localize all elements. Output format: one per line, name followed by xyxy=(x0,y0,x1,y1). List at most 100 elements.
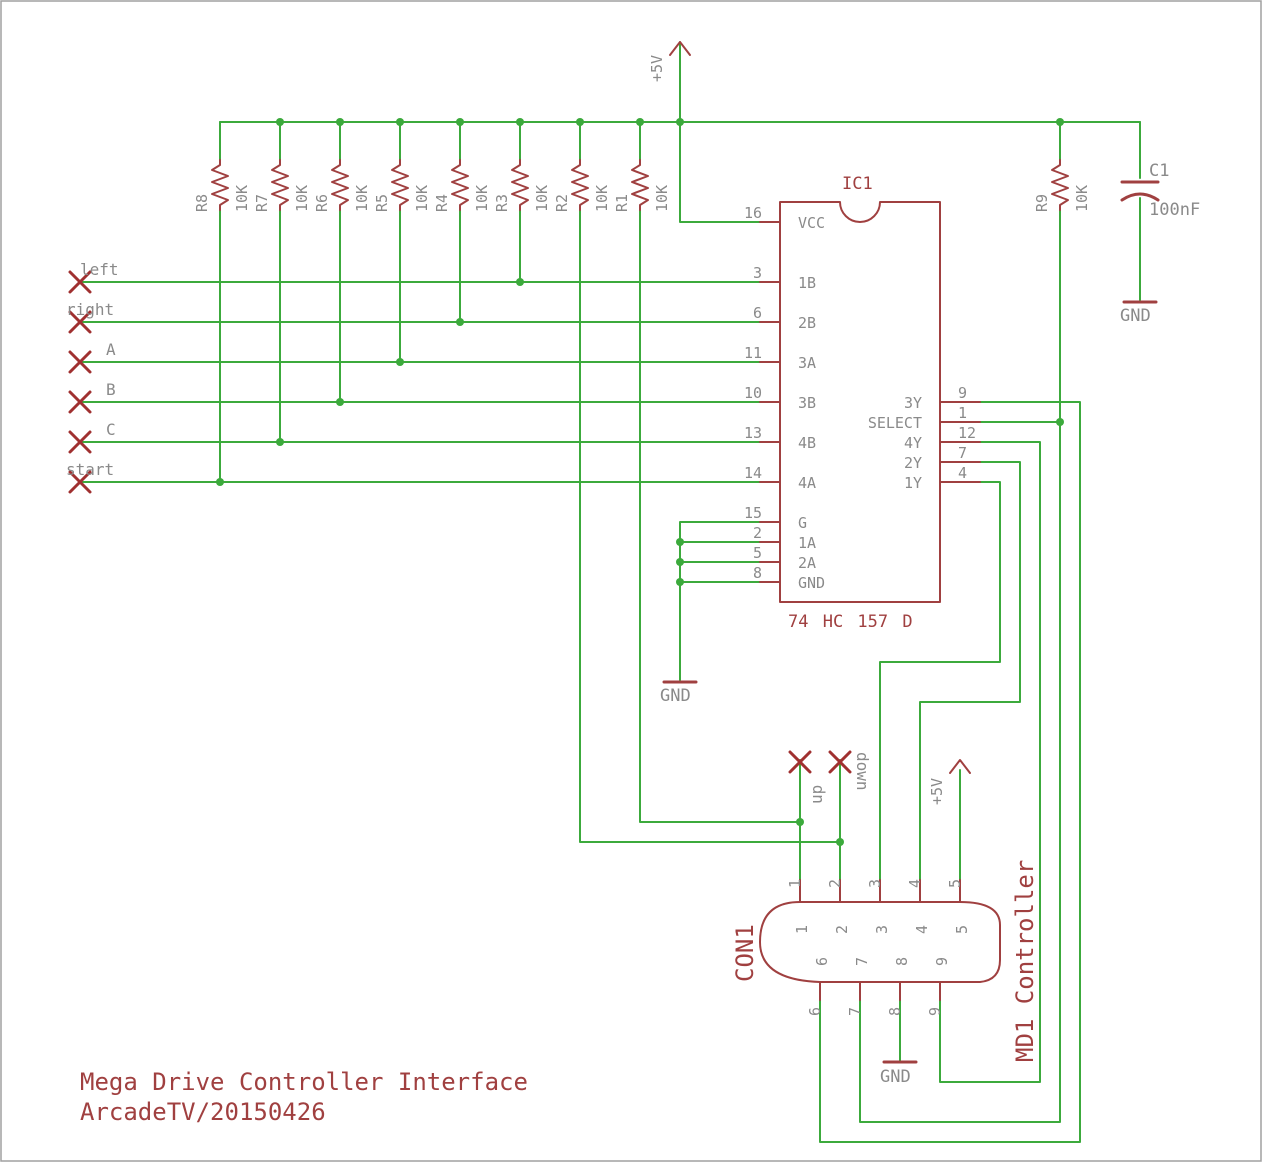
input-c: C xyxy=(68,420,116,454)
resistor-name: R9 xyxy=(1033,194,1051,212)
resistor-r7: R7 10K xyxy=(253,159,311,212)
ic-pin-name: VCC xyxy=(798,214,825,232)
resistor-r8: R8 10K xyxy=(193,159,251,212)
resistor-r9: R9 10K xyxy=(1033,159,1091,212)
ic-pin-number: 12 xyxy=(958,424,976,442)
supply-label: +5V xyxy=(648,55,666,82)
nc-down: down xyxy=(828,750,872,791)
connector-pin-number: 9 xyxy=(926,1007,944,1016)
ic-pin-number: 9 xyxy=(958,384,967,402)
ic-pin-name: SELECT xyxy=(868,414,922,432)
junctions xyxy=(216,118,1064,846)
ic-pin-name: 1Y xyxy=(904,474,922,492)
wires xyxy=(79,41,1141,1143)
resistor-name: R5 xyxy=(373,194,391,212)
connector-pin-number: 6 xyxy=(813,957,831,966)
connector-name: CON1 xyxy=(731,924,759,982)
ic-pin-number: 4 xyxy=(958,464,967,482)
ic-pin-number: 5 xyxy=(753,544,762,562)
ic-pin-number: 7 xyxy=(958,444,967,462)
input-label: start xyxy=(66,460,114,479)
resistor-value: 10K xyxy=(593,185,611,212)
resistor-name: R6 xyxy=(313,194,331,212)
connector-pin-number: 3 xyxy=(873,925,891,934)
ic-pin-name: 1B xyxy=(798,274,816,292)
resistor-value: 10K xyxy=(533,185,551,212)
resistor-value: 10K xyxy=(473,185,491,212)
capacitor-c1: C1 100nF xyxy=(1120,161,1200,220)
ic-pin-name: 2A xyxy=(798,554,816,572)
ic-pin-number: 16 xyxy=(744,204,762,222)
connector-pin-number: 2 xyxy=(826,879,844,888)
connector-pin-number: 8 xyxy=(886,1007,904,1016)
connector-pin-number: 5 xyxy=(953,925,971,934)
input-right: right xyxy=(66,300,114,334)
capacitor-value: 100nF xyxy=(1149,200,1200,220)
resistor-value: 10K xyxy=(293,185,311,212)
connector-pin-number: 1 xyxy=(786,879,804,888)
connector-pin-number: 7 xyxy=(846,1007,864,1016)
ic-pin-name: 1A xyxy=(798,534,816,552)
input-label: B xyxy=(106,380,116,399)
resistor-r4: R4 10K xyxy=(433,159,491,212)
resistor-r2: R2 10K xyxy=(553,159,611,212)
ic-pin-number: 14 xyxy=(744,464,762,482)
input-a: A xyxy=(68,340,116,374)
resistor-name: R8 xyxy=(193,194,211,212)
ic-pin-name: 4Y xyxy=(904,434,922,452)
connector-pin-number: 9 xyxy=(933,957,951,966)
ic-pin-name: 4A xyxy=(798,474,816,492)
supply-top: +5V xyxy=(648,41,691,82)
resistor-name: R4 xyxy=(433,194,451,212)
connector-pin-number: 1 xyxy=(793,925,811,934)
ic-pin-name: 3Y xyxy=(904,394,922,412)
input-label: left xyxy=(80,260,119,279)
ground-label: GND xyxy=(880,1067,911,1087)
resistor-value: 10K xyxy=(353,185,371,212)
ic-pin-number: 10 xyxy=(744,384,762,402)
ground-cap: GND xyxy=(1120,300,1158,326)
input-label: C xyxy=(106,420,116,439)
ground-label: GND xyxy=(660,686,691,706)
resistor-name: R7 xyxy=(253,194,271,212)
connector-value: MD1 Controller xyxy=(1011,860,1039,1062)
input-left: left xyxy=(68,260,119,294)
ic-pin-number: 11 xyxy=(744,344,762,362)
connector-pin-number: 6 xyxy=(806,1007,824,1016)
ground-connector: GND xyxy=(880,1060,918,1087)
capacitor-name: C1 xyxy=(1149,161,1169,181)
connector-pin-number: 5 xyxy=(946,879,964,888)
supply-label: +5V xyxy=(928,778,946,805)
resistor-value: 10K xyxy=(653,185,671,212)
ic-left-pin-stubs xyxy=(759,221,781,583)
title-block: Mega Drive Controller Interface ArcadeTV… xyxy=(80,1068,528,1126)
ic-pin-number: 6 xyxy=(753,304,762,322)
connector-pin-number: 4 xyxy=(906,879,924,888)
ic-pin-name: G xyxy=(798,514,807,532)
input-start: start xyxy=(66,460,114,494)
ic-pin-number: 15 xyxy=(744,504,762,522)
input-label: A xyxy=(106,340,116,359)
input-b: B xyxy=(68,380,116,414)
ic-pin-name: 4B xyxy=(798,434,816,452)
ic-pin-name: 3A xyxy=(798,354,816,372)
ic-pin-name: 3B xyxy=(798,394,816,412)
connector-pin-number: 2 xyxy=(833,925,851,934)
ground-label: GND xyxy=(1120,306,1151,326)
ic-pin-number: 2 xyxy=(753,524,762,542)
ic-pin-name: 2Y xyxy=(904,454,922,472)
connector-pin-number: 8 xyxy=(893,957,911,966)
ic-value: 74 HC 157 D xyxy=(788,612,913,632)
connector-pin-number: 4 xyxy=(913,925,931,934)
ic-pin-number: 3 xyxy=(753,264,762,282)
ic-name: IC1 xyxy=(842,174,873,194)
resistor-value: 10K xyxy=(1073,185,1091,212)
ic-right-pin-stubs xyxy=(939,401,981,483)
resistor-name: R2 xyxy=(553,194,571,212)
ic1: IC1 74 HC 157 D 16 3 6 11 10 1 xyxy=(744,174,981,632)
title-line1: Mega Drive Controller Interface xyxy=(80,1068,528,1096)
ic-pin-number: 8 xyxy=(753,564,762,582)
connector-pin-number: 3 xyxy=(866,879,884,888)
connector-con1: 1 2 3 4 5 6 7 8 9 1 2 3 4 5 6 7 8 9 CON1… xyxy=(731,860,1039,1062)
